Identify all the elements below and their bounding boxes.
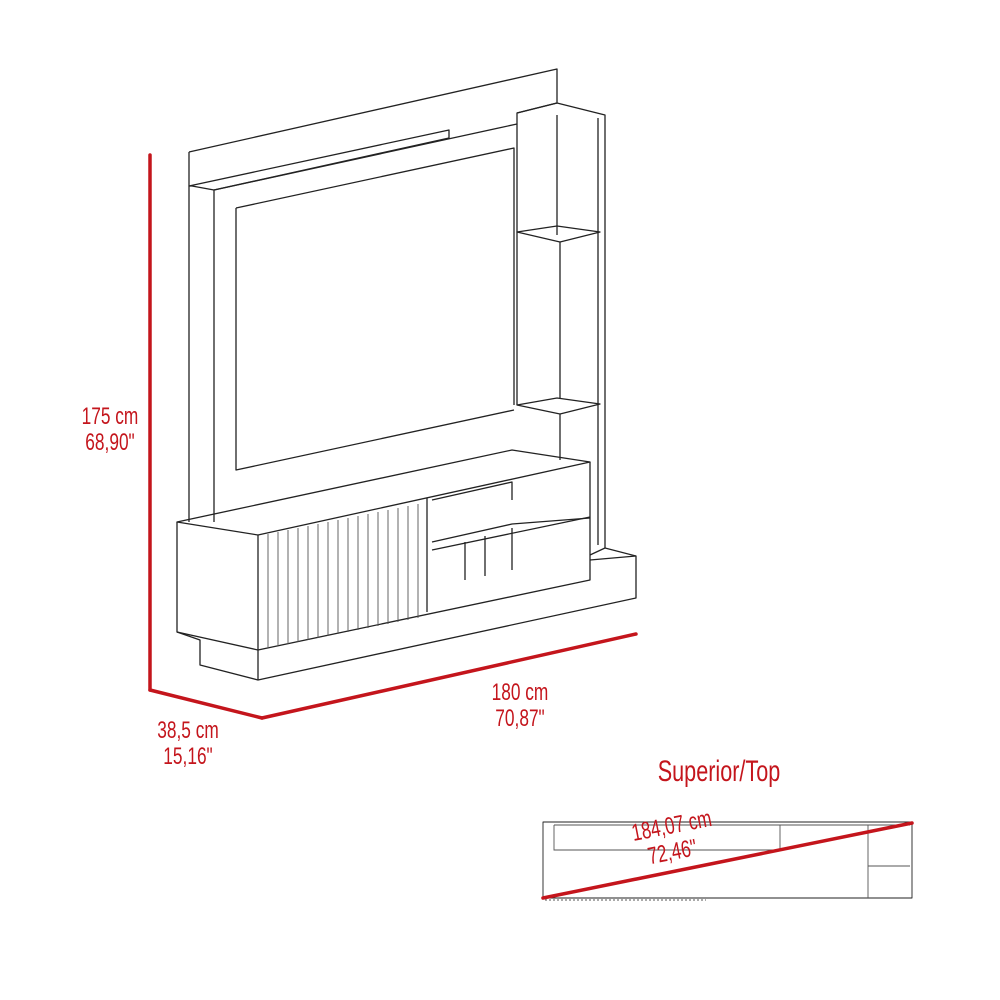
depth-in: 15,16" [163, 743, 213, 770]
tv-unit-drawing [176, 68, 637, 681]
door-slats [267, 504, 419, 648]
top-view-title-text: Superior/Top [657, 755, 781, 788]
depth-line [148, 688, 264, 720]
depth-cm: 38,5 cm [157, 717, 219, 744]
height-cm: 175 cm [81, 403, 139, 430]
top-view-title: Superior/Top [619, 756, 819, 788]
width-cm: 180 cm [491, 679, 549, 706]
height-in: 68,90" [85, 429, 135, 456]
depth-label: 38,5 cm 15,16" [138, 718, 238, 770]
dimension-lines [148, 153, 638, 720]
top-view [541, 821, 914, 901]
width-in: 70,87" [495, 705, 545, 732]
width-label: 180 cm 70,87" [470, 680, 570, 732]
height-label: 175 cm 68,90" [60, 404, 160, 456]
width-line [260, 632, 638, 720]
diagonal-line [541, 821, 914, 900]
